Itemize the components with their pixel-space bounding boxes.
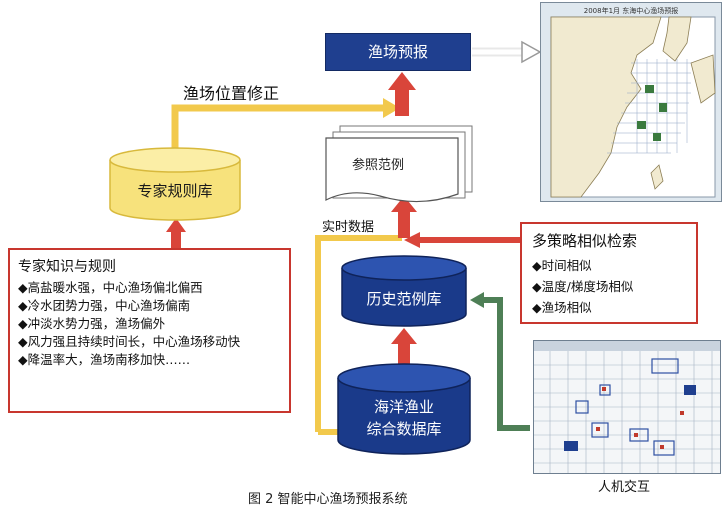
expert-db-label: 专家规则库: [137, 182, 213, 200]
screen-graphic: [534, 341, 720, 473]
realtime-data-label: 实时数据: [322, 220, 375, 235]
knowledge-title: 专家知识与规则: [18, 259, 116, 275]
knowledge-box: 专家知识与规则 ◆高盐暖水强，中心渔场偏北偏西 ◆冷水团势力强，中心渔场偏南 ◆…: [8, 248, 291, 413]
knowledge-to-expert-arrow: [171, 230, 181, 248]
ocean-db-label-line2: 综合数据库: [366, 420, 442, 438]
similarity-box: 多策略相似检索 ◆时间相似 ◆温度/梯度场相似 ◆渔场相似: [520, 222, 698, 324]
similarity-item: ◆渔场相似: [532, 300, 592, 315]
forecast-map: 2008年1月 东海中心渔场预报: [540, 2, 722, 202]
forecast-label: 渔场预报: [367, 43, 428, 61]
human-interaction-screen: [533, 340, 721, 474]
human-interaction-arrow: [482, 297, 530, 431]
forecast-box: 渔场预报: [325, 33, 471, 71]
realtime-data-arrow: [315, 235, 402, 432]
similarity-title: 多策略相似检索: [532, 232, 638, 250]
ocean-db-label-line1: 海洋渔业: [373, 398, 434, 416]
position-correction-label: 渔场位置修正: [183, 84, 280, 103]
ocean-db-cylinder: [337, 363, 471, 455]
similarity-item: ◆时间相似: [532, 258, 592, 273]
knowledge-item: ◆高盐暖水强，中心渔场偏北偏西: [18, 280, 203, 295]
knowledge-item: ◆冷水团势力强，中心渔场偏南: [18, 298, 191, 313]
reference-to-forecast-arrow: [395, 86, 409, 116]
position-correction-arrow: [171, 104, 390, 150]
similarity-item: ◆温度/梯度场相似: [532, 279, 634, 294]
realtime-to-reference-arrow: [398, 210, 410, 238]
figure-caption: 图 2 智能中心渔场预报系统: [248, 492, 408, 507]
knowledge-item: ◆降温率大，渔场南移加快……: [18, 352, 191, 367]
ocean-to-history-arrow: [398, 342, 410, 366]
expert-db-cylinder: [109, 147, 241, 221]
knowledge-item: ◆风力强且持续时间长，中心渔场移动快: [18, 334, 241, 349]
knowledge-item: ◆冲淡水势力强，渔场偏外: [18, 316, 166, 331]
reference-pages: [325, 125, 473, 203]
map-graphic: [550, 16, 716, 198]
map-title: 2008年1月 东海中心渔场预报: [583, 7, 679, 15]
position-correction-arrowhead: [383, 98, 400, 118]
human-interaction-label: 人机交互: [598, 480, 651, 495]
history-db-label: 历史范例库: [366, 290, 442, 308]
reference-label: 参照范例: [352, 158, 405, 173]
history-db-cylinder: [341, 255, 467, 327]
